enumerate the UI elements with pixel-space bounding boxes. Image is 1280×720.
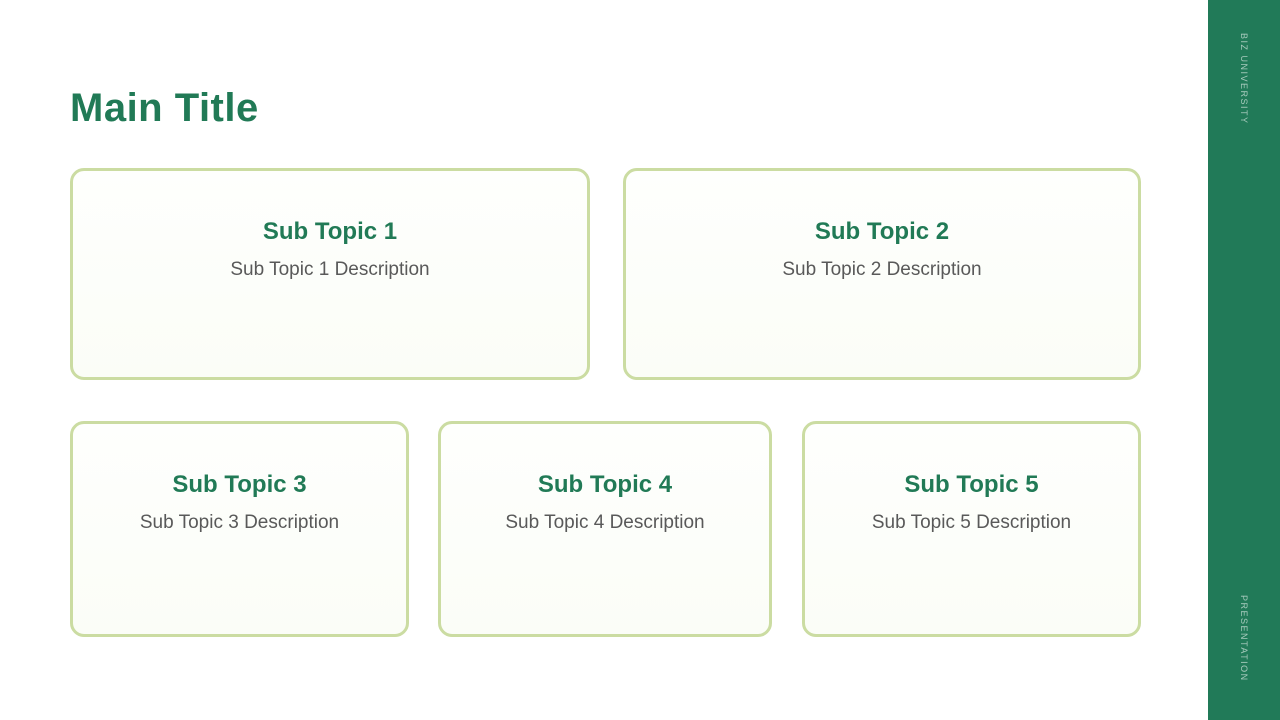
- subtopic-5-description: Sub Topic 5 Description: [871, 512, 1072, 533]
- sidebar-top-label: BIZ UNIVERSITY: [1239, 33, 1249, 125]
- subtopic-4-title: Sub Topic 4: [537, 471, 673, 498]
- subtopic-1-description: Sub Topic 1 Description: [230, 259, 430, 280]
- subtopic-1-title: Sub Topic 1: [262, 218, 398, 245]
- subtopic-card-4: Sub Topic 4 Sub Topic 4 Description: [438, 421, 772, 637]
- subtopic-card-5: Sub Topic 5 Sub Topic 5 Description: [802, 421, 1141, 637]
- subtopic-3-description: Sub Topic 3 Description: [139, 512, 340, 533]
- subtopic-card-2: Sub Topic 2 Sub Topic 2 Description: [623, 168, 1141, 380]
- subtopic-3-title: Sub Topic 3: [172, 471, 307, 498]
- subtopic-2-title: Sub Topic 2: [814, 218, 950, 245]
- subtopic-card-3: Sub Topic 3 Sub Topic 3 Description: [70, 421, 409, 637]
- subtopic-5-title: Sub Topic 5: [904, 471, 1039, 498]
- subtopic-2-description: Sub Topic 2 Description: [782, 259, 982, 280]
- subtopic-card-1: Sub Topic 1 Sub Topic 1 Description: [70, 168, 590, 380]
- page-title: Main Title: [70, 86, 259, 130]
- right-sidebar: BIZ UNIVERSITY PRESENTATION: [1208, 0, 1280, 720]
- sidebar-bottom-label: PRESENTATION: [1239, 595, 1249, 682]
- subtopic-4-description: Sub Topic 4 Description: [505, 512, 705, 533]
